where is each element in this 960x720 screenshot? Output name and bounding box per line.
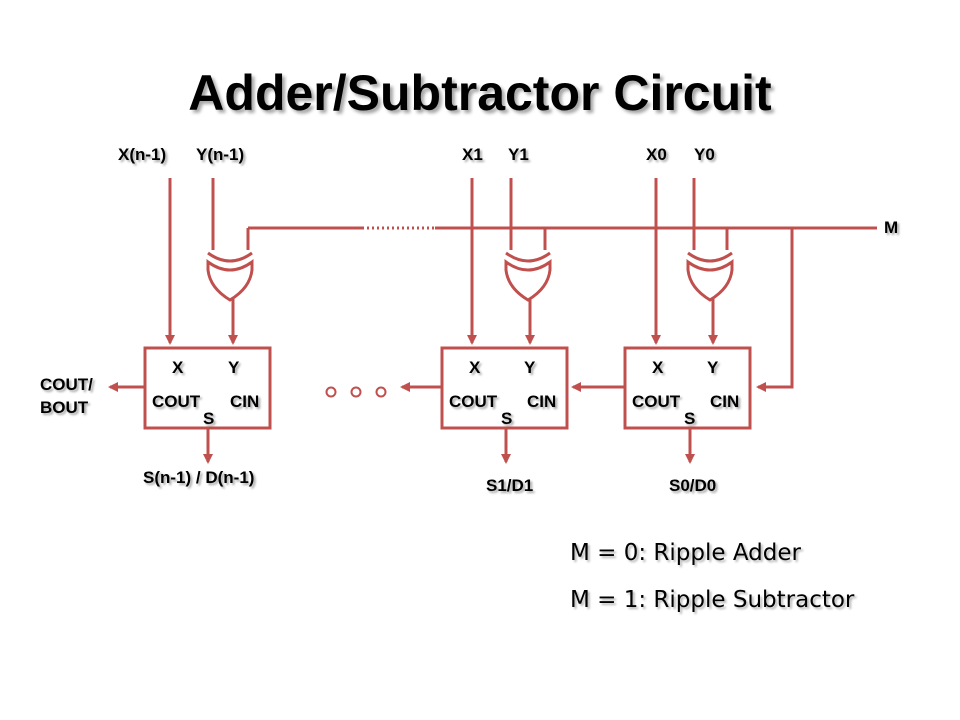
full-adder-block-n1: X Y COUT CIN S (143, 346, 272, 430)
carry-out-label-line2: BOUT (40, 398, 89, 417)
input-y0-label: Y0 (694, 145, 715, 164)
ellipsis-circles-icon (325, 386, 387, 398)
block-s-label: S (684, 409, 695, 428)
block-cin-label: CIN (710, 392, 739, 411)
input-x1-label: X1 (462, 145, 483, 164)
legend-subtractor: M = 1: Ripple Subtractor (570, 587, 855, 613)
mode-label: M (884, 218, 898, 237)
input-x-n1-label: X(n-1) (118, 145, 166, 164)
input-y-n1-label: Y(n-1) (196, 145, 244, 164)
output-n1-label: S(n-1) / D(n-1) (143, 468, 254, 487)
stage-1-wires (400, 178, 535, 464)
block-y-label: Y (228, 358, 240, 377)
stage-n1-wires (108, 178, 238, 464)
block-cin-label: CIN (230, 392, 259, 411)
block-y-label: Y (524, 358, 536, 377)
page-title: Adder/Subtractor Circuit (188, 65, 772, 121)
block-s-label: S (501, 409, 512, 428)
block-x-label: X (172, 358, 184, 377)
output-0-label: S0/D0 (669, 476, 716, 495)
output-1-label: S1/D1 (486, 476, 533, 495)
block-cout-label: COUT (449, 392, 498, 411)
legend-adder: M = 0: Ripple Adder (570, 540, 802, 566)
block-cin-label: CIN (527, 392, 556, 411)
block-x-label: X (469, 358, 481, 377)
block-cout-label: COUT (152, 392, 201, 411)
input-y1-label: Y1 (508, 145, 529, 164)
xor-gate-icon (206, 251, 254, 302)
xor-gate-icon (504, 251, 552, 302)
block-y-label: Y (707, 358, 719, 377)
block-cout-label: COUT (632, 392, 681, 411)
block-x-label: X (652, 358, 664, 377)
full-adder-block-1: X Y COUT CIN S (440, 346, 569, 430)
block-s-label: S (203, 409, 214, 428)
full-adder-block-0: X Y COUT CIN S (623, 346, 752, 430)
xor-gate-icon (686, 251, 734, 302)
stage-0-wires (571, 178, 718, 464)
carry-out-label-line1: COUT/ (40, 375, 93, 394)
input-x0-label: X0 (646, 145, 667, 164)
